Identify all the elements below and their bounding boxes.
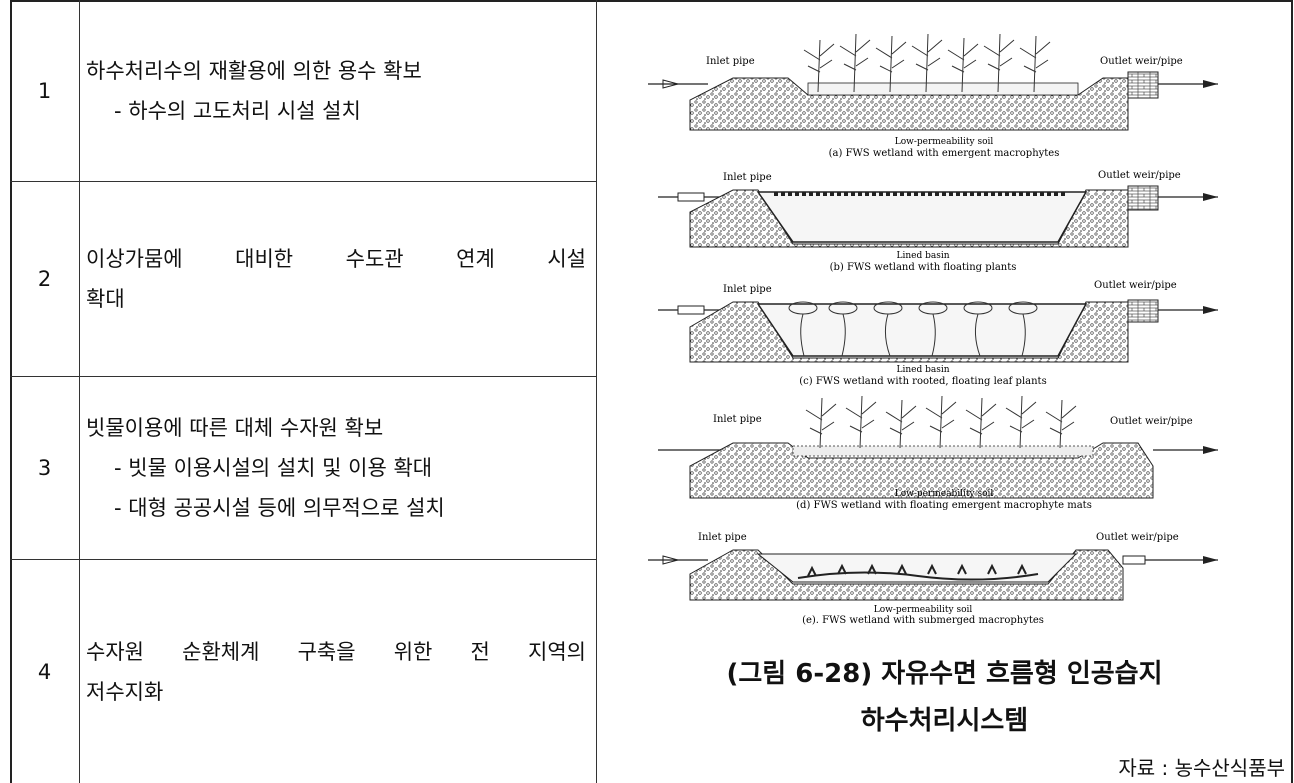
outlet-label: Outlet weir/pipe bbox=[1096, 532, 1179, 543]
row-number: 3 bbox=[10, 377, 80, 559]
row-heading: 빗물이용에 따른 대체 수자원 확보 bbox=[86, 416, 384, 440]
row-heading: 수자원 순환체계 구축을 위한 전 지역의 bbox=[86, 639, 586, 664]
outlet-label: Outlet weir/pipe bbox=[1098, 170, 1181, 181]
row-text: 수자원 순환체계 구축을 위한 전 지역의 저수지화 bbox=[86, 560, 586, 783]
panel-caption: (c) FWS wetland with rooted, floating le… bbox=[799, 376, 1046, 387]
outlet-label: Outlet weir/pipe bbox=[1094, 280, 1177, 291]
row-text: 이상가뭄에 대비한 수도관 연계 시설 확대 bbox=[86, 182, 586, 376]
figure-title: (그림 6-28) 자유수면 흐름형 인공습지 bbox=[726, 659, 1163, 689]
outlet-label: Outlet weir/pipe bbox=[1110, 416, 1193, 427]
soil-label: Lined basin bbox=[896, 251, 949, 261]
inlet-label: Inlet pipe bbox=[706, 56, 755, 67]
panel-c: Inlet pipe Outlet weir/pipe Lined basin … bbox=[658, 280, 1218, 387]
page-frame bbox=[10, 0, 1293, 783]
row-text: 하수처리수의 재활용에 의한 용수 확보 - 하수의 고도처리 시설 설치 bbox=[86, 0, 586, 181]
column-divider bbox=[596, 0, 597, 783]
panel-caption: (d) FWS wetland with floating emergent m… bbox=[796, 500, 1092, 511]
row-heading: 하수처리수의 재활용에 의한 용수 확보 bbox=[86, 58, 422, 83]
panel-caption: (e). FWS wetland with submerged macrophy… bbox=[802, 615, 1044, 626]
table-row: 4 수자원 순환체계 구축을 위한 전 지역의 저수지화 bbox=[10, 560, 596, 783]
panel-d: Inlet pipe Outlet weir/pipe Low-permeabi… bbox=[658, 395, 1218, 511]
measures-table: 1 하수처리수의 재활용에 의한 용수 확보 - 하수의 고도처리 시설 설치 … bbox=[10, 0, 596, 783]
figure-title-line2: 하수처리시스템 bbox=[860, 706, 1029, 736]
row-text: 빗물이용에 따른 대체 수자원 확보 - 빗물 이용시설의 설치 및 이용 확대… bbox=[86, 377, 586, 559]
soil-label: Low-permeability soil bbox=[895, 137, 994, 147]
row-number: 4 bbox=[10, 560, 80, 783]
inlet-label: Inlet pipe bbox=[723, 172, 772, 183]
inlet-label: Inlet pipe bbox=[698, 532, 747, 543]
row-detail: - 빗물 이용시설의 설치 및 이용 확대 bbox=[114, 456, 433, 480]
soil-label: Low-permeability soil bbox=[895, 489, 994, 499]
row-detail: - 하수의 고도처리 시설 설치 bbox=[114, 98, 361, 123]
soil-label: Lined basin bbox=[896, 365, 949, 375]
panel-caption: (b) FWS wetland with floating plants bbox=[830, 262, 1017, 273]
row-number: 2 bbox=[10, 182, 80, 376]
row-detail: - 대형 공공시설 등에 의무적으로 설치 bbox=[114, 496, 445, 520]
panel-b: Inlet pipe Outlet weir/pipe Lined basin … bbox=[658, 170, 1218, 273]
soil-label: Low-permeability soil bbox=[874, 605, 973, 615]
table-row: 3 빗물이용에 따른 대체 수자원 확보 - 빗물 이용시설의 설치 및 이용 … bbox=[10, 377, 596, 560]
inlet-label: Inlet pipe bbox=[713, 414, 762, 425]
figure-area: Inlet pipe Outlet weir/pipe Low-permeabi… bbox=[598, 0, 1291, 783]
inlet-label: Inlet pipe bbox=[723, 284, 772, 295]
panel-caption: (a) FWS wetland with emergent macrophyte… bbox=[829, 148, 1060, 159]
row-number: 1 bbox=[10, 0, 80, 181]
row-heading-cont: 저수지화 bbox=[86, 679, 164, 704]
table-row: 2 이상가뭄에 대비한 수도관 연계 시설 확대 bbox=[10, 182, 596, 377]
table-row: 1 하수처리수의 재활용에 의한 용수 확보 - 하수의 고도처리 시설 설치 bbox=[10, 0, 596, 182]
row-heading: 이상가뭄에 대비한 수도관 연계 시설 bbox=[86, 247, 586, 271]
panel-e: Inlet pipe Outlet weir/pipe Low-permeabi… bbox=[648, 532, 1218, 626]
row-heading-cont: 확대 bbox=[86, 287, 125, 311]
wetland-diagram: Inlet pipe Outlet weir/pipe Low-permeabi… bbox=[648, 33, 1218, 626]
figure-source: 자료 : 농수산식품부 bbox=[1118, 756, 1285, 780]
outlet-label: Outlet weir/pipe bbox=[1100, 56, 1183, 67]
panel-a: Inlet pipe Outlet weir/pipe Low-permeabi… bbox=[648, 33, 1218, 159]
